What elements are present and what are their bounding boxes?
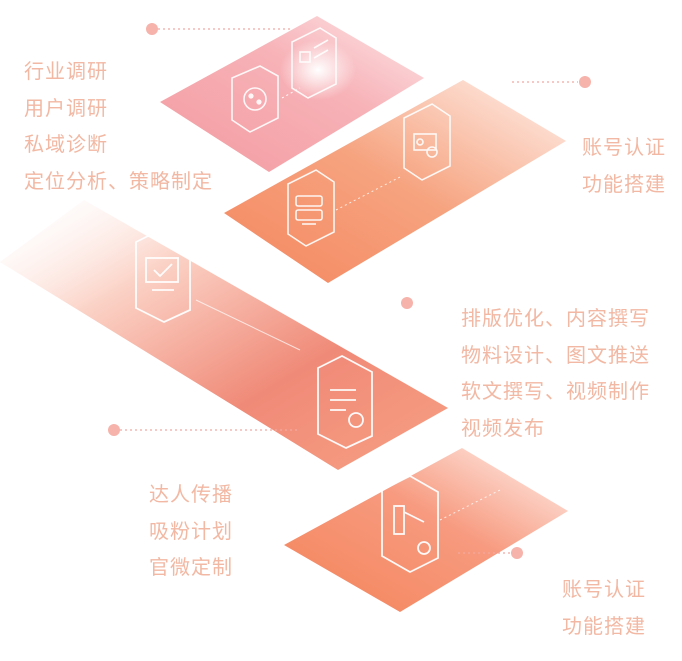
step-1-label: 行业调研 bbox=[24, 53, 213, 90]
step-3-label: 视频发布 bbox=[461, 410, 650, 447]
step-4-label: 官微定制 bbox=[149, 549, 233, 586]
step-5-label: 账号认证 bbox=[562, 571, 646, 608]
step-3-labels: 排版优化、内容撰写 物料设计、图文推送 软文撰写、视频制作 视频发布 bbox=[461, 300, 650, 446]
step-1-labels: 行业调研 用户调研 私域诊断 定位分析、策略制定 bbox=[24, 53, 213, 199]
step-3-label: 排版优化、内容撰写 bbox=[461, 300, 650, 337]
connector-step-3 bbox=[401, 297, 413, 309]
step-4-labels: 达人传播 吸粉计划 官微定制 bbox=[149, 476, 233, 586]
step-2-label: 账号认证 bbox=[582, 129, 666, 166]
step-1-label: 私域诊断 bbox=[24, 126, 213, 163]
connector-step-2 bbox=[512, 76, 591, 88]
step-5-labels: 账号认证 功能搭建 bbox=[562, 571, 646, 644]
step-4-label: 吸粉计划 bbox=[149, 513, 233, 550]
panel-step-5 bbox=[284, 448, 568, 612]
step-2-label: 功能搭建 bbox=[582, 166, 666, 203]
connector-step-1 bbox=[146, 23, 290, 35]
step-1-label: 用户调研 bbox=[24, 90, 213, 127]
step-5-label: 功能搭建 bbox=[562, 608, 646, 645]
step-4-label: 达人传播 bbox=[149, 476, 233, 513]
step-2-labels: 账号认证 功能搭建 bbox=[582, 129, 666, 202]
step-1-label: 定位分析、策略制定 bbox=[24, 163, 213, 200]
step-3-label: 软文撰写、视频制作 bbox=[461, 373, 650, 410]
step-3-label: 物料设计、图文推送 bbox=[461, 337, 650, 374]
